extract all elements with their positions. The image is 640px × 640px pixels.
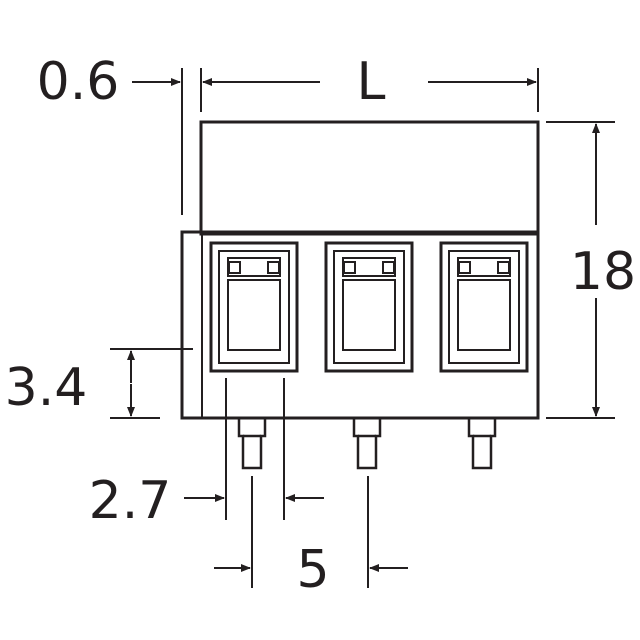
dimension-pitch-label: 5 [296,540,329,600]
pin-2 [352,418,382,470]
housing-top [199,120,540,236]
dimension-length-label: L [357,52,386,112]
dimension-pin-height-label: 3.4 [5,358,88,418]
terminal-opening-1 [209,241,299,373]
terminal-opening-2 [324,241,414,373]
housing-body [180,230,540,420]
dimension-height-label: 18 [570,242,636,302]
pin-3 [467,418,497,470]
dimension-opening-label: 2.7 [89,471,172,531]
terminal-opening-3 [439,241,529,373]
dimension-offset-label: 0.6 [37,52,120,112]
pin-1 [237,418,267,470]
